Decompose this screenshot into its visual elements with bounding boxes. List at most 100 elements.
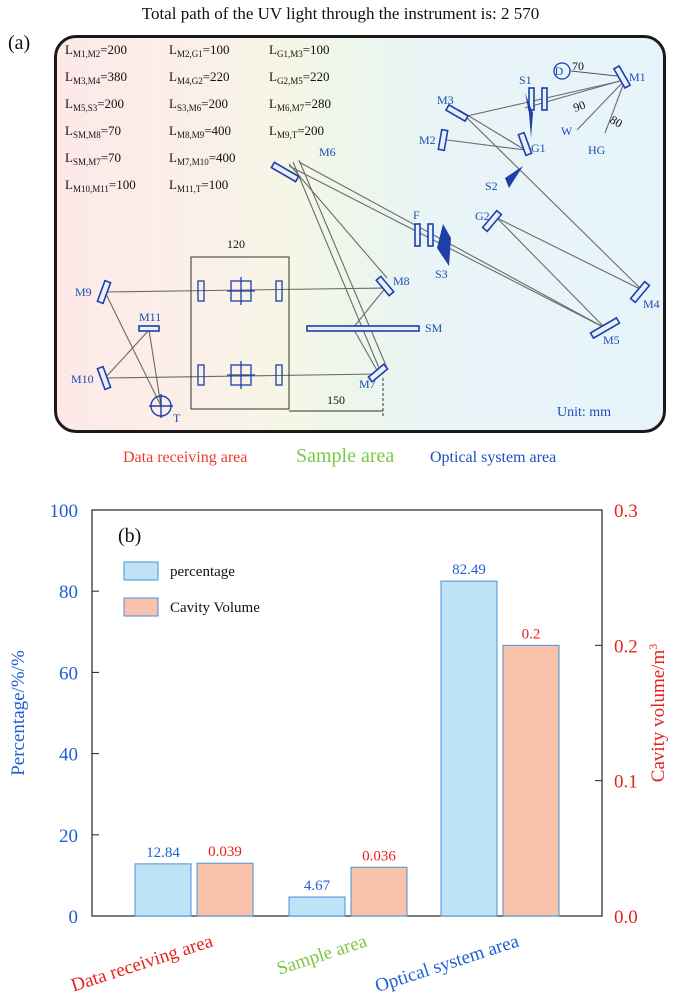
mirror-M7 [367, 363, 389, 383]
component-label: S1 [519, 73, 532, 87]
legend-label-percentage: percentage [170, 564, 235, 580]
component-label: S3 [435, 267, 448, 281]
length-entry: LS3,M6=200 [169, 96, 228, 113]
right-tick-label: 0.2 [614, 636, 638, 657]
optical-layout-svg: LM1,M2=200 LM2,G1=100 LG1,M3=100 LM3,M4=… [65, 42, 660, 425]
path-line [352, 327, 380, 375]
component-label: S2 [485, 179, 498, 193]
component-label: M10 [71, 372, 94, 386]
legend-swatch-percentage [123, 561, 159, 581]
area-caption-sample: Sample area [296, 445, 395, 467]
mirror-M11 [138, 325, 160, 332]
component-label: M8 [393, 274, 410, 288]
path-length-table: LM1,M2=200 LM2,G1=100 LG1,M3=100 LM3,M4=… [65, 42, 331, 194]
category-label: Data receiving area [69, 931, 216, 997]
length-entry: LM9,T=200 [269, 123, 324, 140]
panel-a-label: (a) [8, 32, 31, 54]
right-axis-title: Cavity volume/m3 [646, 644, 669, 782]
length-entry: LM8,M9=400 [169, 123, 231, 140]
mirror-M4 [629, 280, 651, 304]
target-T-icon [149, 394, 173, 418]
slit-wedge [525, 93, 533, 138]
mirror-M8 [375, 275, 395, 297]
length-entry: LM1,M2=200 [65, 42, 127, 59]
left-tick-label: 100 [50, 501, 79, 522]
path-line [104, 373, 380, 379]
slit-S1b [541, 87, 548, 111]
path-line [104, 329, 150, 379]
length-entry: LSM,M8=70 [65, 123, 121, 140]
path-line [604, 79, 626, 134]
path-line [292, 161, 380, 369]
cell-window [275, 280, 283, 302]
path-line [298, 159, 388, 369]
path-line [446, 139, 526, 151]
component-label: M6 [319, 145, 336, 159]
grating-G2 [481, 209, 503, 233]
length-entry: LG2,M5=220 [269, 69, 330, 86]
left-tick-label: 80 [59, 582, 78, 603]
path-line [148, 329, 162, 407]
left-tick-label: 60 [59, 663, 78, 684]
scanning-mirror-SM [306, 325, 420, 332]
dimension-label: 70 [572, 59, 584, 73]
component-label: M1 [629, 70, 646, 84]
path-line [458, 109, 526, 151]
mirror-M2 [437, 128, 449, 152]
component-label: M9 [75, 285, 92, 299]
length-entry: LM4,G2=220 [169, 69, 230, 86]
category-label: Optical system area [373, 931, 523, 997]
length-entry: LM2,G1=100 [169, 42, 230, 59]
component-label: M11 [139, 310, 161, 324]
component-label: M4 [643, 297, 660, 311]
path-line [298, 161, 606, 329]
length-entry: LM11,T=100 [169, 177, 228, 194]
length-entry: LM3,M4=380 [65, 69, 127, 86]
bar-chart: (b) percentage Cavity Volume 12.844.6782… [8, 501, 669, 997]
cell-window [197, 364, 205, 386]
mirror-M5 [589, 316, 621, 340]
filter-F2 [427, 223, 434, 247]
grating-G1 [517, 131, 533, 157]
left-tick-label: 20 [59, 826, 78, 847]
unit-label: Unit: mm [557, 405, 611, 420]
path-line [576, 79, 626, 131]
dimension-label: 90 [571, 98, 587, 115]
filter-F [414, 223, 421, 247]
component-label: M3 [437, 93, 454, 107]
dimension-label: 80 [608, 112, 625, 130]
bar-value-label: 0.2 [522, 626, 541, 642]
bar-percentage [440, 580, 498, 917]
left-tick-label: 0 [69, 907, 79, 928]
bar-value-label: 12.84 [146, 845, 180, 861]
slit-wedge-S2 [505, 166, 523, 188]
bar-volume [196, 862, 254, 917]
component-label: F [413, 208, 420, 222]
sample-cells [197, 277, 283, 389]
instrument-diagram: LM1,M2=200 LM2,G1=100 LG1,M3=100 LM3,M4=… [54, 35, 666, 433]
component-label: M7 [359, 377, 376, 391]
mirror-M9 [96, 279, 112, 305]
bar-value-label: 0.036 [362, 848, 396, 864]
left-axis-title: Percentage/%/% [8, 650, 29, 776]
right-tick-label: 0.3 [614, 501, 638, 522]
path-line [104, 287, 388, 293]
length-entry: LM5,S3=200 [65, 96, 124, 113]
length-entry: LSM,M7=70 [65, 150, 121, 167]
legend-label-volume: Cavity Volume [170, 600, 260, 616]
dimension-label: 150 [327, 393, 345, 407]
bar-percentage [288, 896, 346, 917]
path-line [352, 285, 388, 329]
mirror-M3 [444, 103, 470, 123]
bar-percentage [134, 863, 192, 917]
component-label: G2 [475, 209, 490, 223]
right-tick-label: 0.0 [614, 907, 638, 928]
lamp-lines [570, 70, 618, 77]
bar-value-label: 4.67 [304, 878, 331, 894]
length-entry: LM6,M7=280 [269, 96, 331, 113]
right-tick-label: 0.1 [614, 772, 638, 793]
bar-value-label: 82.49 [452, 562, 486, 578]
length-entry: LG1,M3=100 [269, 42, 330, 59]
